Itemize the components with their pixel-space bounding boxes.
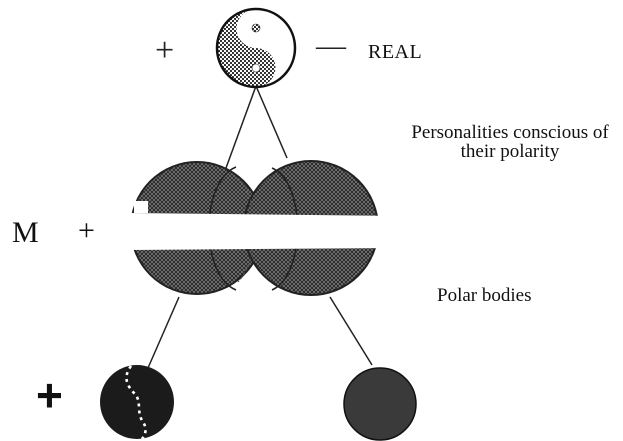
bottom-right-circle [344,368,416,440]
connector-top-left [226,86,256,168]
top-plus-sign: + [155,34,174,68]
connector-bottom-left [148,297,179,368]
connector-bottom-right [330,297,372,365]
real-label: REAL [368,42,422,62]
bottom-plus-sign: + [36,372,63,418]
top-minus-sign: — [316,31,346,61]
connector-top-right [256,86,287,158]
middle-plus-sign: + [78,216,95,246]
m-label: M [12,218,39,248]
bottom-left-circle [100,365,174,439]
polar-pair [130,161,405,295]
yin-yang-symbol [217,9,295,87]
personalities-label: Personalities conscious of their polarit… [395,123,623,161]
white-band [130,213,405,250]
polar-bodies-label: Polar bodies [437,286,531,305]
